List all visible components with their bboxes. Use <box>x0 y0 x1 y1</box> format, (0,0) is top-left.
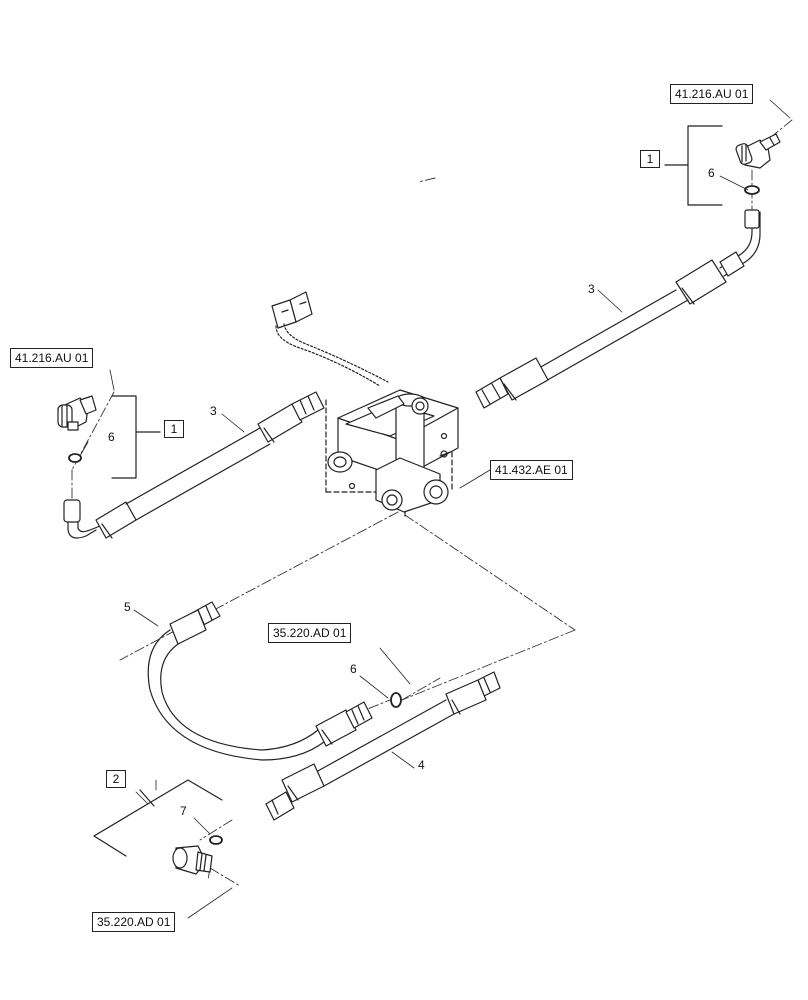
callout-oring-middle: 6 <box>350 662 357 676</box>
control-valve-block <box>325 389 459 517</box>
callout-hose-curved: 5 <box>124 600 131 614</box>
leader-hose-curved <box>133 609 159 627</box>
assembly-label-top-right: 1 <box>640 150 660 168</box>
leader-valve <box>459 469 491 489</box>
reference-leaders <box>79 99 791 919</box>
hose-curved <box>147 601 373 761</box>
leader-hose-top-right <box>597 289 623 313</box>
hose-lower <box>265 671 501 821</box>
callout-hose-top-right: 3 <box>588 282 595 296</box>
reference-box-valve: 41.432.AE 01 <box>490 460 573 480</box>
callout-hose-left: 3 <box>210 404 217 418</box>
callout-oring-top-right: 6 <box>708 166 715 180</box>
elbow-fitting-top-right <box>735 133 781 169</box>
reference-box-middle: 35.220.AD 01 <box>268 623 352 643</box>
callout-hose-lower: 4 <box>418 758 425 772</box>
reference-box-top-right: 41.216.AU 01 <box>670 84 754 104</box>
o-ring-bottom <box>209 835 223 845</box>
reference-box-bottom: 35.220.AD 01 <box>92 912 176 932</box>
assembly-label-left: 1 <box>164 420 184 438</box>
callout-oring-bottom: 7 <box>180 804 187 818</box>
hose-left <box>63 391 325 539</box>
callout-oring-left: 6 <box>108 430 115 444</box>
assembly-label-bottom: 2 <box>106 770 126 788</box>
leader-hose-lower <box>391 751 415 769</box>
elbow-fitting-left <box>57 395 97 431</box>
bracket-top-right <box>664 125 723 206</box>
reference-box-left: 41.216.AU 01 <box>10 348 94 368</box>
o-ring-middle <box>390 692 402 708</box>
bottom-fitting <box>172 845 213 875</box>
wiring-harness <box>271 291 389 387</box>
bracket-bottom <box>93 779 223 857</box>
hose-top-right <box>475 209 761 409</box>
o-ring-left <box>68 453 82 463</box>
bracket-left <box>111 395 161 479</box>
o-ring-top-right <box>744 185 760 195</box>
leader-hose-left <box>221 413 245 433</box>
